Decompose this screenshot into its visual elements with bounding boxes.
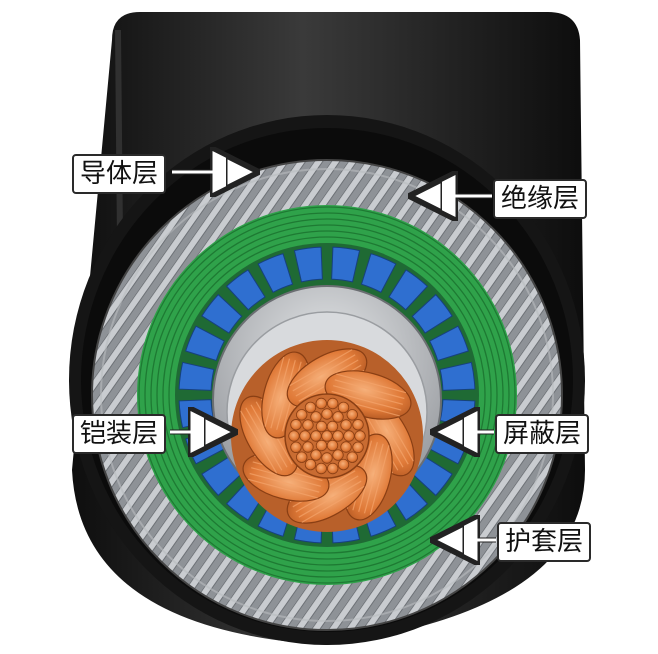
insulation-ring-line xyxy=(162,230,492,560)
copper-wire-line xyxy=(251,467,321,487)
copper-center-wire xyxy=(302,441,314,453)
insulation-ring-line xyxy=(138,206,516,584)
shield-segment xyxy=(225,269,266,311)
copper-center-wire xyxy=(315,439,328,452)
copper-center-wire xyxy=(337,458,350,471)
label-insulation: 绝缘层 xyxy=(493,179,588,219)
copper-wire-line xyxy=(334,379,405,400)
copper-center-wire xyxy=(315,462,327,475)
label-armor: 铠装层 xyxy=(72,414,167,454)
copper-center-wire xyxy=(327,397,339,410)
copper-center-wire xyxy=(327,462,339,475)
copper-center-wire xyxy=(343,430,355,442)
copper-center-wire xyxy=(296,409,308,421)
copper-wire-line xyxy=(249,472,320,493)
copper-wire-line xyxy=(245,407,283,471)
copper-center-wire xyxy=(340,441,352,453)
copper-center-wire xyxy=(304,401,317,414)
shield-segment xyxy=(331,246,361,283)
shield-segment xyxy=(201,293,243,334)
copper-center-wire xyxy=(321,408,333,420)
copper-center-wire xyxy=(299,430,311,442)
copper-center-wire xyxy=(288,430,300,442)
shield-segment xyxy=(257,253,294,293)
copper-center-wire xyxy=(315,397,327,410)
copper-wire-line xyxy=(369,445,390,516)
shield-segment xyxy=(439,361,476,391)
copper-wire-line xyxy=(240,410,278,474)
copper-wire-line xyxy=(331,390,402,411)
copper-center-wire xyxy=(310,430,322,442)
copper-center-wire xyxy=(296,451,308,463)
copper-center-wire xyxy=(310,449,322,461)
copper-center-wire xyxy=(321,430,333,442)
copper-wire-line xyxy=(264,356,285,427)
copper-wire-line xyxy=(247,478,318,499)
shield-segment xyxy=(178,361,215,391)
copper-center-wire xyxy=(302,419,314,431)
copper-wire-line xyxy=(295,359,359,397)
shield-segment xyxy=(388,269,429,311)
shield-segment xyxy=(411,293,453,334)
copper-center-wire xyxy=(326,439,339,452)
copper-wire-line xyxy=(292,354,356,392)
copper-center-wire xyxy=(321,452,333,464)
copper-center-wire xyxy=(326,420,339,433)
copper-center-wire xyxy=(352,419,364,431)
copper-wire-line xyxy=(336,373,407,394)
shield-segment xyxy=(185,325,225,362)
insulation-ring-line xyxy=(156,224,498,566)
insulation-ring-line xyxy=(144,212,510,578)
copper-wire-line xyxy=(295,475,359,513)
copper-center-wire xyxy=(346,451,358,463)
label-sheath: 护套层 xyxy=(497,522,592,562)
label-shield: 屏蔽层 xyxy=(495,414,590,454)
copper-center-wire xyxy=(340,419,352,431)
copper-wire-line xyxy=(250,404,288,468)
copper-center-wire xyxy=(352,441,364,453)
label-conductor: 导体层 xyxy=(72,154,167,194)
copper-center-wire xyxy=(346,409,358,421)
copper-wire-line xyxy=(270,358,291,429)
copper-wire-line xyxy=(298,480,362,518)
copper-center-wire xyxy=(332,411,344,423)
insulation-ring-line xyxy=(168,236,486,554)
copper-center-wire xyxy=(304,458,317,471)
copper-center-wire xyxy=(332,449,344,461)
shield-segment xyxy=(293,246,323,283)
insulation-ring-line xyxy=(150,218,504,572)
copper-center-wire xyxy=(290,419,302,431)
shield-segment xyxy=(429,325,469,362)
copper-center-wire xyxy=(310,411,322,423)
copper-wire-line xyxy=(289,349,353,387)
copper-center-wire xyxy=(354,430,366,442)
copper-center-wire xyxy=(315,420,328,433)
armor-braid-edge xyxy=(100,168,554,622)
copper-center-wire xyxy=(332,430,344,442)
copper-wire-line xyxy=(301,485,365,523)
copper-wire-line xyxy=(363,443,384,514)
copper-wire-line xyxy=(358,442,378,512)
copper-center-wire xyxy=(337,401,350,414)
copper-center-wire xyxy=(290,441,302,453)
jacket-highlight xyxy=(115,29,123,241)
copper-wire-line xyxy=(276,360,296,430)
copper-wire-line xyxy=(333,385,403,405)
shield-segment xyxy=(360,253,397,293)
